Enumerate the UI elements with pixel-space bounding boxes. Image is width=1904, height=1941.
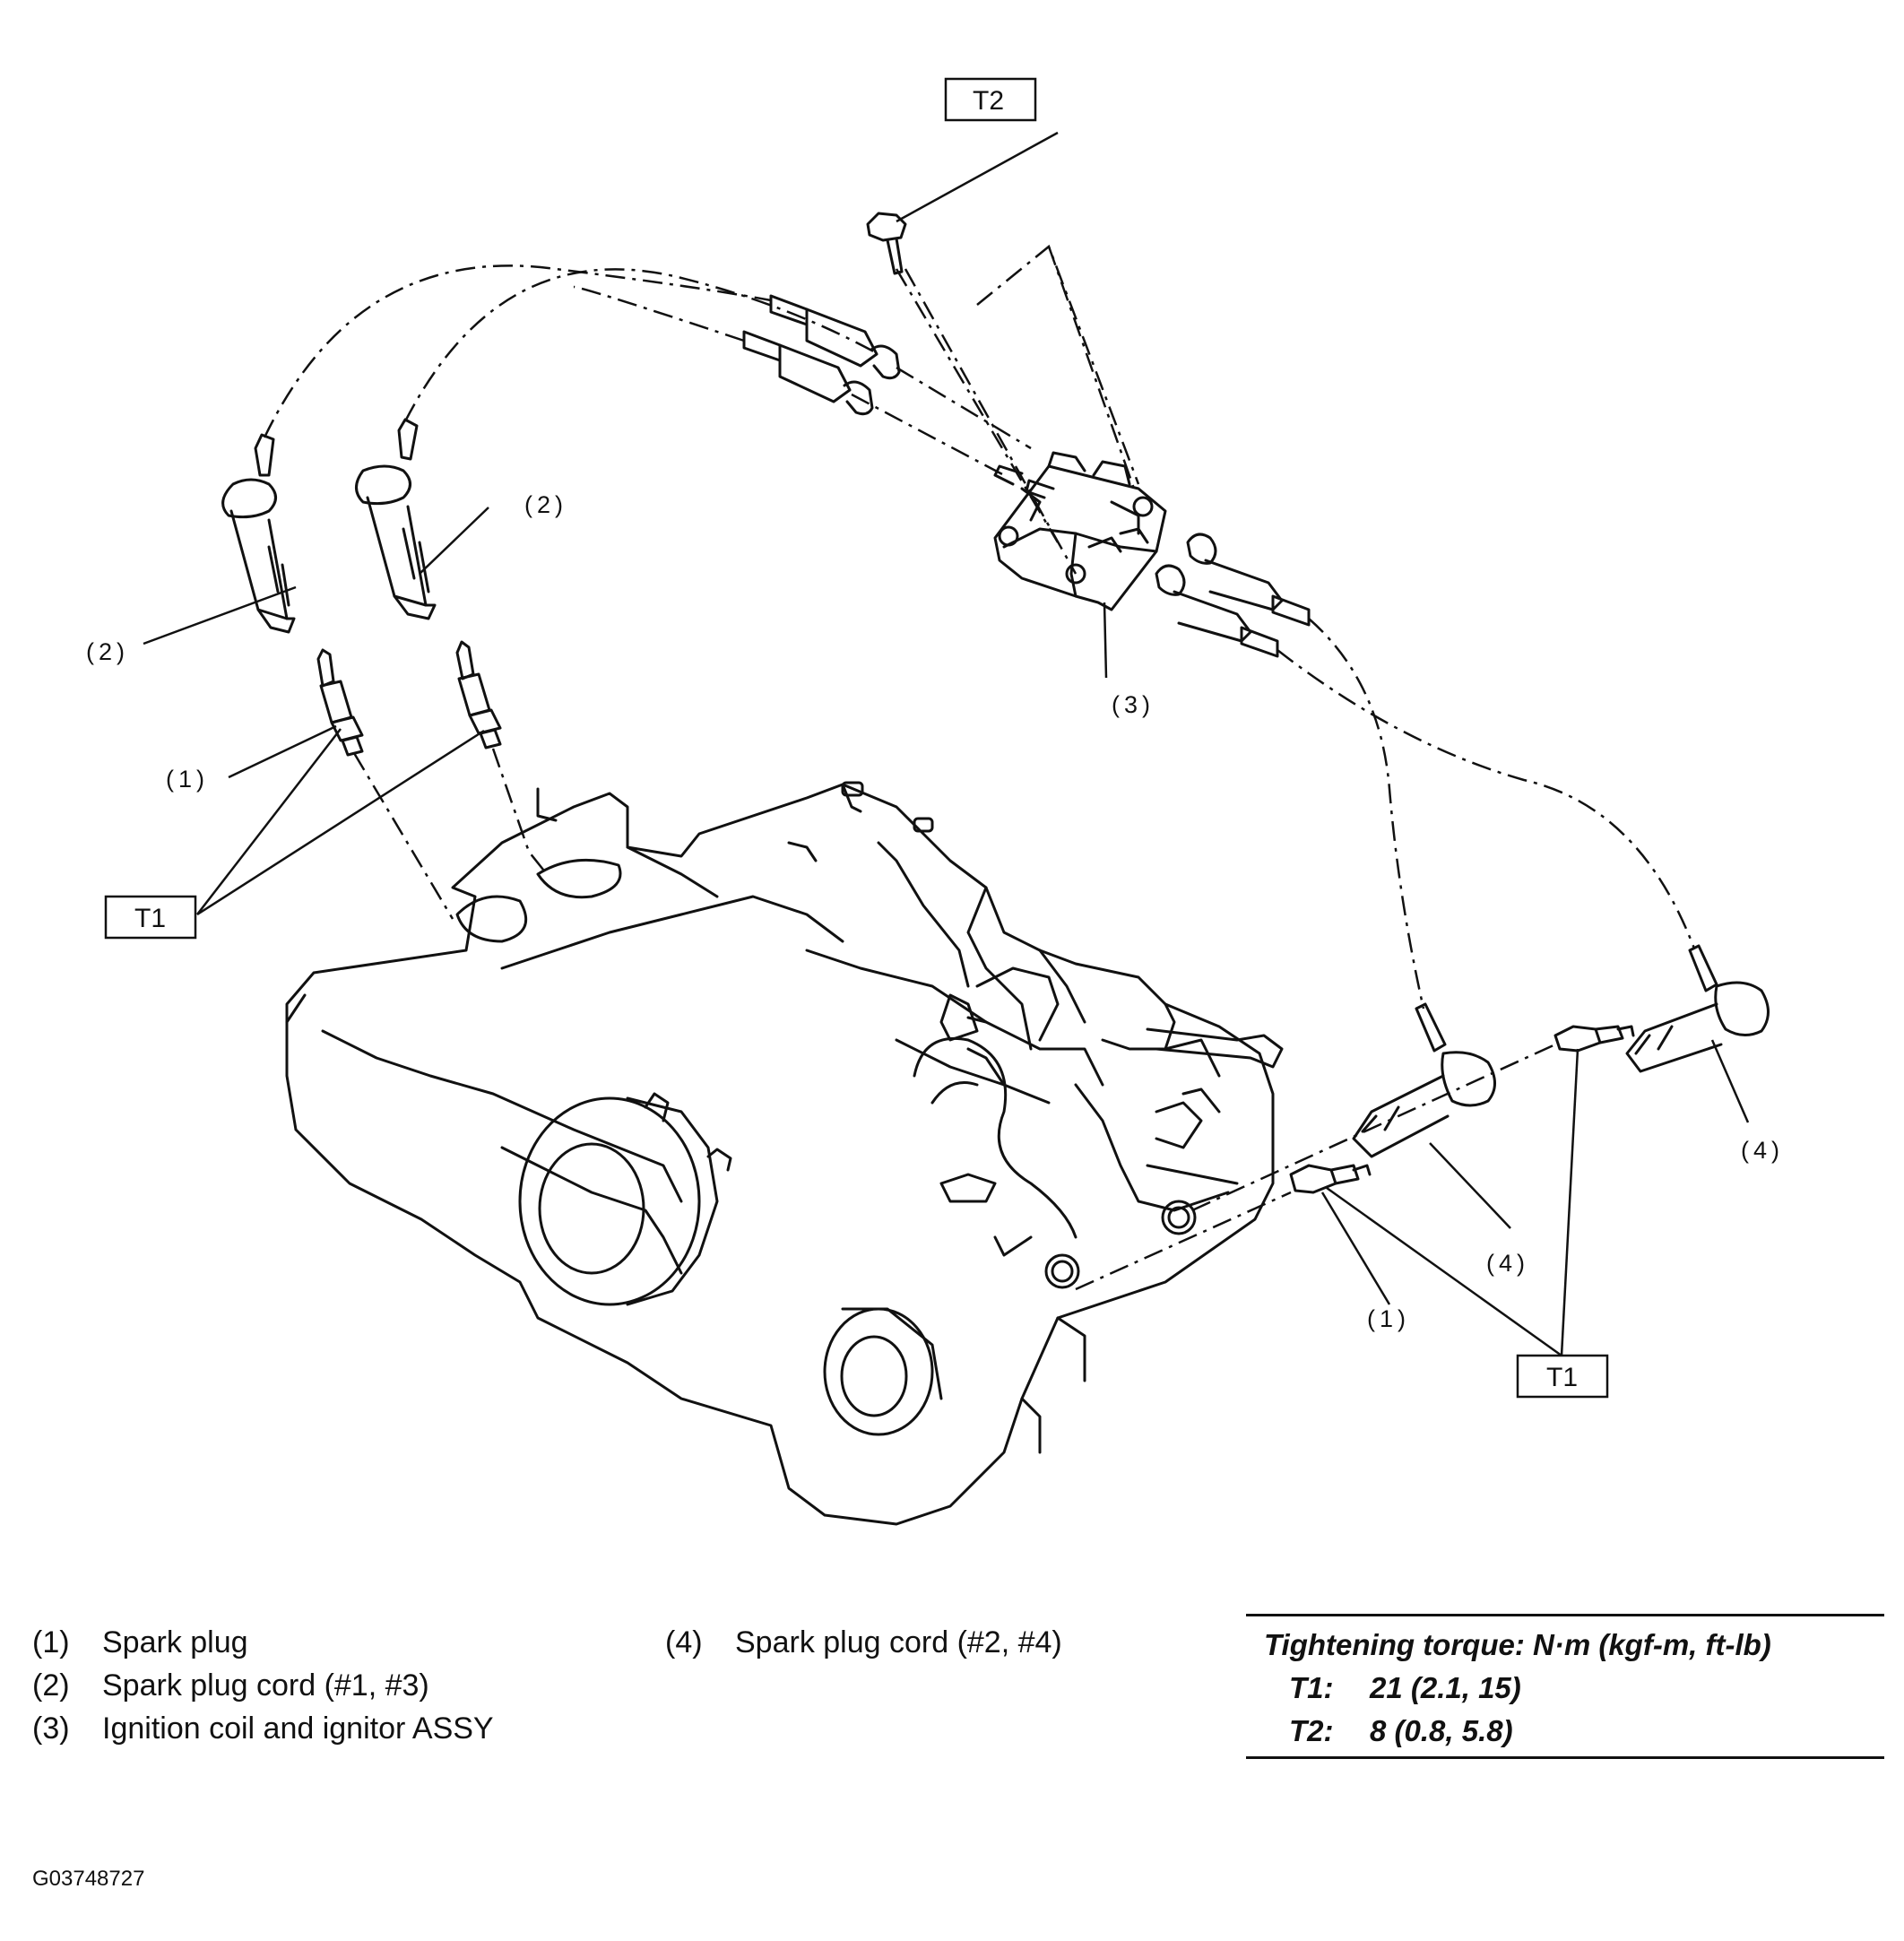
callout-4-near: (4): [1486, 1250, 1529, 1277]
right-spark-plug-far: [1553, 1025, 1635, 1053]
torque-heading: Tightening torque: N·m (kgf-m, ft-lb): [1264, 1628, 1771, 1661]
left-spark-plug-b: [455, 640, 502, 750]
t2-bolt: [866, 212, 907, 275]
legend-text: Ignition coil and ignitor ASSY: [102, 1711, 494, 1746]
legend-num: (1): [32, 1625, 70, 1659]
legend-item-2: (2) Spark plug cord (#1, #3): [32, 1664, 494, 1707]
engine-ignition-diagram: (2) (2) (1) (3) (4) (4) (1) T2 T1 T1: [86, 77, 1784, 1526]
callout-3: (3): [1112, 691, 1155, 718]
left-spark-plug-a: [316, 648, 364, 757]
torque-row-t2: T2: 8 (0.8, 5.8): [1246, 1710, 1884, 1753]
t2-label: T2: [973, 86, 1004, 116]
engine-block: [285, 781, 1284, 1526]
ignition-coil-assy: [993, 451, 1167, 611]
legend-text: Spark plug: [102, 1625, 248, 1659]
right-spark-plug-cord-far: [1625, 944, 1770, 1073]
torque-value: 8 (0.8, 5.8): [1370, 1714, 1513, 1747]
callout-2-left: (2): [86, 638, 129, 665]
torque-value: 21 (2.1, 15): [1370, 1671, 1521, 1704]
callout-4-far: (4): [1741, 1137, 1784, 1164]
legend-num: (2): [32, 1668, 70, 1703]
left-spark-plug-cord-3: [355, 418, 437, 620]
callout-1-right: (1): [1367, 1305, 1410, 1332]
leader-lines: [143, 131, 1750, 1357]
torque-name: T2:: [1289, 1714, 1334, 1747]
callout-2-center: (2): [524, 491, 567, 518]
legend-item-1: (1) Spark plug: [32, 1621, 494, 1664]
legend-text: Spark plug cord (#2, #4): [735, 1625, 1062, 1659]
figure-id: G03748727: [32, 1867, 145, 1891]
cord-ends-right: [1155, 533, 1311, 658]
legend-text: Spark plug cord (#1, #3): [102, 1668, 429, 1703]
left-spark-plug-cord-1: [221, 433, 296, 634]
torque-row-t1: T1: 21 (2.1, 15): [1246, 1667, 1884, 1710]
right-spark-plug-cord-near: [1352, 1002, 1496, 1158]
torque-table: Tightening torque: N·m (kgf-m, ft-lb) T1…: [1246, 1614, 1884, 1759]
t2-label-box: T2: [944, 77, 1037, 122]
callout-1-left: (1): [166, 766, 209, 793]
legend-item-3: (3) Ignition coil and ignitor ASSY: [32, 1707, 494, 1750]
legend-left: (1) Spark plug (2) Spark plug cord (#1, #3…: [32, 1621, 494, 1750]
legend-num: (4): [665, 1625, 703, 1659]
legend-middle: (4) Spark plug cord (#2, #4): [665, 1621, 1062, 1664]
legend-item-4: (4) Spark plug cord (#2, #4): [665, 1621, 1062, 1664]
cord-ends-upper: [742, 294, 901, 416]
t1-label-left: T1: [134, 904, 166, 933]
torque-name: T1:: [1289, 1671, 1334, 1704]
routing-lines: [263, 244, 1696, 1291]
t1-label-box-left: T1: [104, 895, 197, 940]
legend-num: (3): [32, 1711, 70, 1746]
t1-label-box-right: T1: [1516, 1354, 1609, 1399]
right-spark-plug-near: [1289, 1164, 1372, 1194]
t1-label-right: T1: [1546, 1363, 1578, 1392]
